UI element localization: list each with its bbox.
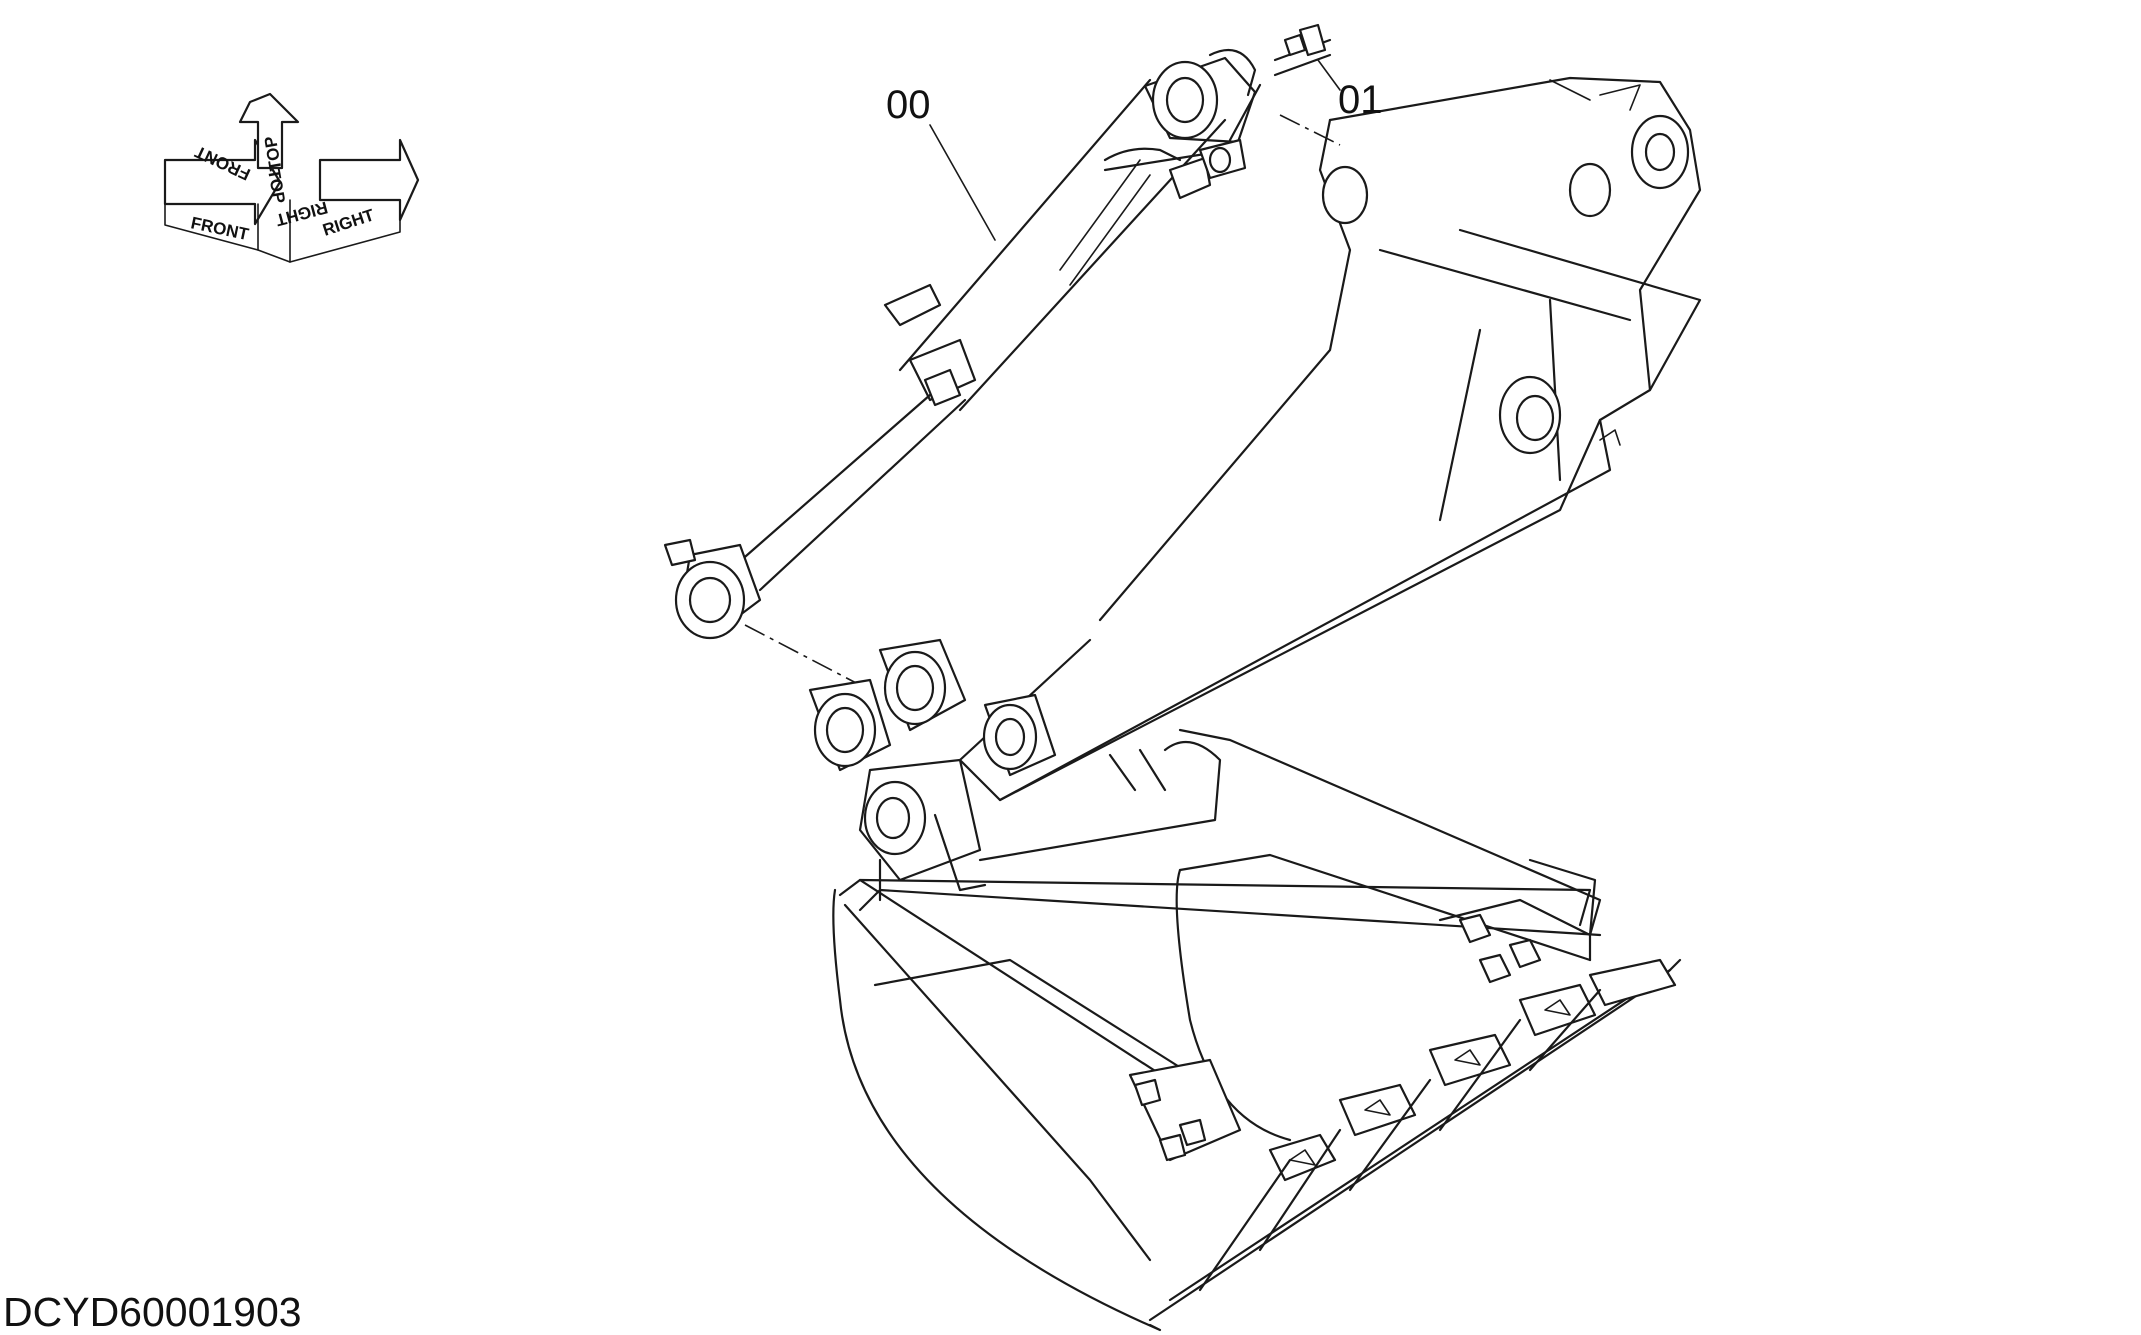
bucket (832, 728, 1682, 1332)
arm (958, 76, 1702, 802)
document-id: DCYD60001903 (3, 1289, 302, 1335)
callout-01: 01 (1317, 59, 1383, 122)
centerline-lower (744, 624, 861, 686)
callout-01-label: 01 (1338, 78, 1383, 122)
orientation-symbol: FRONT FRONT TOP TOP RIGHT RIGHT (163, 92, 420, 263)
callout-00-label: 00 (886, 83, 931, 127)
bushings (808, 638, 1057, 777)
cylinder-00 (663, 23, 1332, 640)
centerline-upper (1279, 114, 1341, 146)
callout-00-leader (929, 124, 996, 241)
callout-00: 00 (886, 83, 996, 241)
callout-01-leader (1317, 59, 1341, 91)
